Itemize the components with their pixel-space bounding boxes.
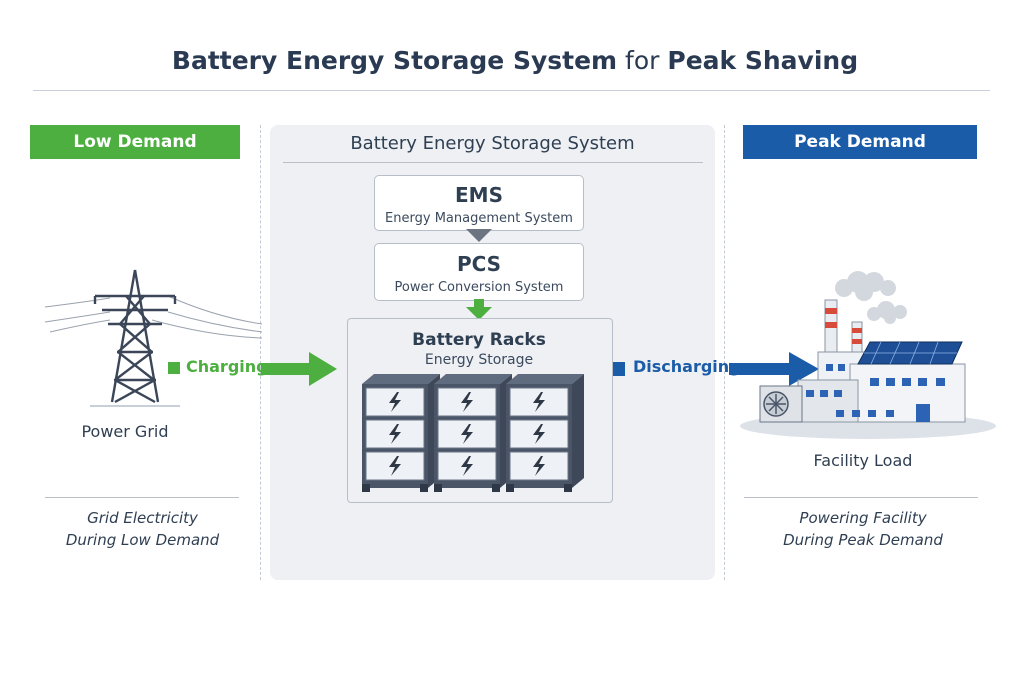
- low-demand-badge: Low Demand: [30, 125, 240, 159]
- title-part-peak-shaving: Peak Shaving: [667, 46, 859, 75]
- factory-with-solar-panels-icon: [740, 271, 996, 439]
- charging-arrow: [261, 352, 337, 386]
- transmission-tower-icon: [44, 269, 263, 407]
- power-grid-label: Power Grid: [81, 422, 169, 441]
- discharging-marker: [613, 362, 625, 376]
- right-note-line2: During Peak Demand: [783, 531, 943, 549]
- ems-subtitle: Energy Management System: [385, 211, 573, 226]
- discharging-arrow: [729, 352, 819, 386]
- battery-racks-subtitle: Energy Storage: [424, 352, 534, 368]
- battery-racks-title: Battery Racks: [412, 330, 546, 350]
- pcs-title: PCS: [456, 252, 502, 276]
- left-note-line2: During Low Demand: [65, 531, 220, 549]
- page-title: Battery Energy Storage System for Peak S…: [0, 46, 1030, 75]
- pcs-to-racks-arrow: [466, 299, 492, 320]
- right-note-divider: [744, 497, 978, 498]
- bess-panel-divider: [283, 162, 703, 163]
- bess-panel-title: Battery Energy Storage System: [350, 133, 635, 154]
- ems-to-pcs-arrow: [466, 229, 492, 242]
- title-divider: [33, 90, 990, 91]
- pcs-box: PCS Power Conversion System: [374, 243, 584, 301]
- discharging-label: Discharging: [633, 357, 741, 376]
- charging-label: Charging: [186, 357, 268, 376]
- charging-marker: [168, 362, 180, 374]
- title-part-for: for: [617, 46, 668, 75]
- peak-demand-badge: Peak Demand: [743, 125, 977, 159]
- pcs-subtitle: Power Conversion System: [394, 280, 564, 295]
- left-note-divider: [45, 497, 239, 498]
- ems-box: EMS Energy Management System: [374, 175, 584, 231]
- facility-load-label: Facility Load: [813, 451, 913, 470]
- left-note-line1: Grid Electricity: [87, 509, 198, 527]
- right-note-line1: Powering Facility: [799, 509, 927, 527]
- left-column-divider: [260, 125, 261, 580]
- ems-title: EMS: [455, 183, 503, 207]
- title-part-bess: Battery Energy Storage System: [171, 46, 618, 75]
- right-column-divider: [724, 125, 725, 580]
- right-note: Powering Facility During Peak Demand: [743, 507, 983, 551]
- left-note: Grid Electricity During Low Demand: [30, 507, 255, 551]
- battery-rack-icon: [361, 373, 585, 493]
